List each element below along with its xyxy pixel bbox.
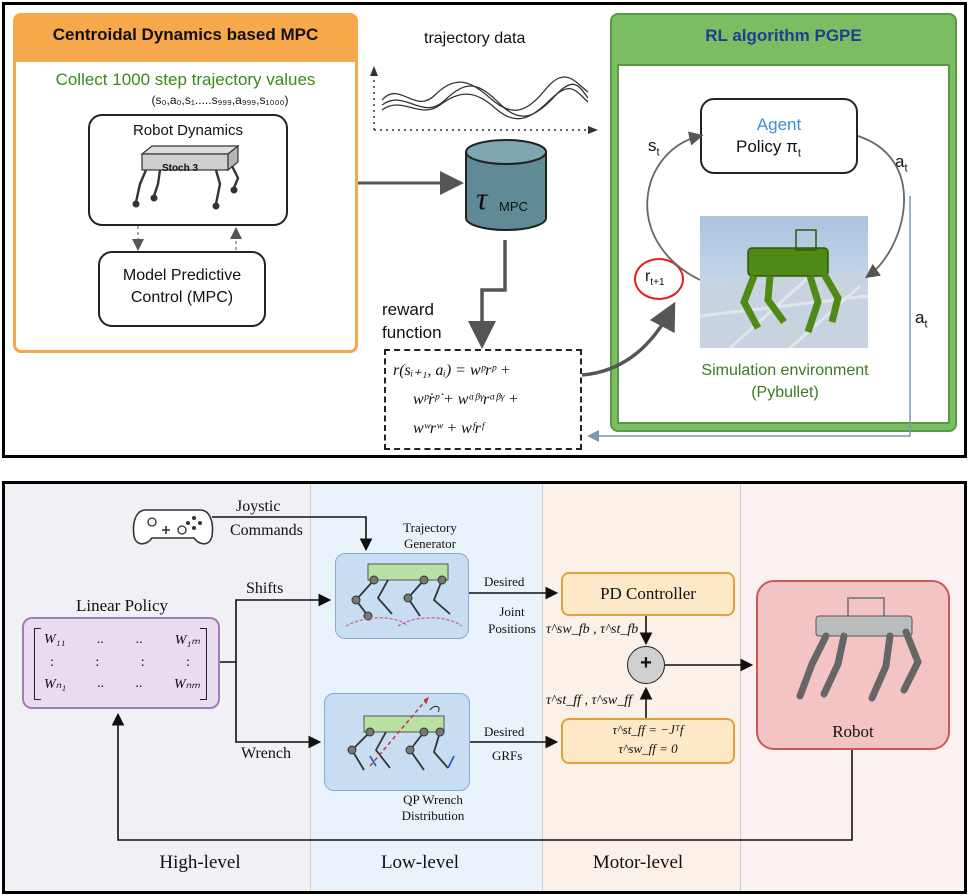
trajectory-generator-illustration — [345, 563, 463, 627]
reward-eq-line3: wʷrʷ + wᶠrᶠ — [413, 420, 484, 437]
summation-circle — [627, 646, 665, 684]
simulation-robot-image — [700, 216, 868, 348]
gamepad-icon — [132, 509, 214, 545]
linear-policy-box — [22, 617, 220, 709]
mpc-box — [98, 251, 266, 327]
matrix-row-3: Wₙ₁....Wₙₘ — [44, 676, 200, 692]
policy-label: Policy πt — [736, 137, 801, 160]
trajectory-data-label: trajectory data — [424, 30, 526, 47]
reward-eq-line1: r(sᵢ₊₁, aᵢ) = wᵖrᵖ + — [393, 362, 511, 379]
motor-level-label: Motor-level — [592, 852, 684, 873]
reward-label-line1: reward — [382, 300, 434, 319]
top-panel — [2, 2, 967, 458]
matrix-row-1: W₁₁....W₁ₘ — [44, 632, 200, 648]
band-divider-2 — [542, 484, 543, 891]
reward-r-label: rt+1 — [645, 268, 665, 289]
mpc-box-line2: Control (MPC) — [130, 289, 234, 306]
mpc-title: Centroidal Dynamics based MPC — [52, 25, 319, 44]
reward-eq-line2: wᵖ̇rᵖ̇ + wᵅᵝᵞrᵅᵝᵞ + — [413, 391, 519, 408]
high-level-label: High-level — [159, 852, 241, 873]
agent-label: Agent — [756, 115, 802, 134]
qp-line2: Distribution — [401, 808, 465, 823]
matrix-row-2: :::: — [50, 655, 190, 670]
mpc-box-line1: Model Predictive — [122, 267, 242, 284]
matrix-bracket-right — [200, 628, 207, 700]
tuple-text: (s₀,a₀,s₁.....s₉₉₉,a₉₉₉,s₁₀₀₀) — [151, 93, 289, 107]
a-t-label-2: at — [915, 308, 928, 331]
ff-eq-2: τ^sw_ff = 0 — [618, 741, 678, 756]
linear-policy-label: Linear Policy — [75, 596, 169, 615]
sim-label-line1: Simulation environment — [701, 362, 869, 379]
top-arrows — [132, 131, 911, 442]
qp-wrench-illustration — [347, 697, 455, 771]
wrench-label: Wrench — [241, 745, 291, 762]
plus-symbol: + — [640, 652, 652, 674]
robot-dynamics-label: Robot Dynamics — [132, 122, 244, 139]
traj-gen-line2: Generator — [404, 536, 456, 551]
shifts-label: Shifts — [246, 580, 284, 597]
bottom-panel — [2, 481, 967, 894]
tau-sub: MPC — [499, 199, 528, 214]
s-t-label: st — [648, 136, 660, 159]
ff-eq-1: τ^st_ff = −Jᵀf — [612, 722, 684, 737]
low-level-band — [310, 484, 542, 891]
reward-label-line2: function — [382, 323, 442, 342]
qp-wrench-box — [324, 693, 470, 791]
reward-equation-box — [384, 349, 582, 450]
desired-label-1: Desired — [484, 574, 525, 589]
mpc-title-bar — [14, 14, 357, 62]
feedforward-box — [561, 718, 735, 764]
joystick-line2: Commands — [230, 522, 303, 539]
matrix-bracket-left — [34, 628, 41, 700]
trajectory-waves — [370, 66, 598, 134]
stoch3-robot-icon — [132, 144, 240, 210]
desired-label-2: Desired — [484, 724, 525, 739]
tau-fb-label: τ^sw_fb , τ^st_fb — [546, 622, 639, 637]
tau-mpc-database-icon — [465, 139, 547, 231]
robot-image — [796, 597, 922, 702]
joystick-line1: Joystic — [236, 498, 281, 515]
stoch3-label: Stoch 3 — [161, 163, 199, 174]
joint-positions-2: Positions — [488, 621, 536, 636]
band-divider-1 — [310, 484, 311, 891]
rl-title: RL algorithm PGPE — [705, 26, 862, 45]
qp-line1: QP Wrench — [403, 792, 463, 807]
pd-controller-label: PD Controller — [600, 584, 696, 603]
robot-label: Robot — [832, 722, 874, 741]
pd-controller-box — [561, 572, 735, 616]
tau-symbol: τ — [476, 180, 488, 216]
collect-text: Collect 1000 step trajectory values — [55, 70, 316, 89]
band-divider-3 — [740, 484, 741, 891]
sim-label-line2: (Pybullet) — [751, 384, 819, 401]
a-t-label: at — [895, 152, 908, 175]
grfs-label: GRFs — [492, 748, 523, 763]
agent-box — [700, 98, 858, 174]
traj-gen-line1: Trajectory — [403, 520, 457, 535]
low-level-label: Low-level — [380, 852, 460, 873]
joint-positions-1: Joint — [499, 604, 525, 619]
tau-ff-label: τ^st_ff , τ^sw_ff — [546, 693, 633, 708]
